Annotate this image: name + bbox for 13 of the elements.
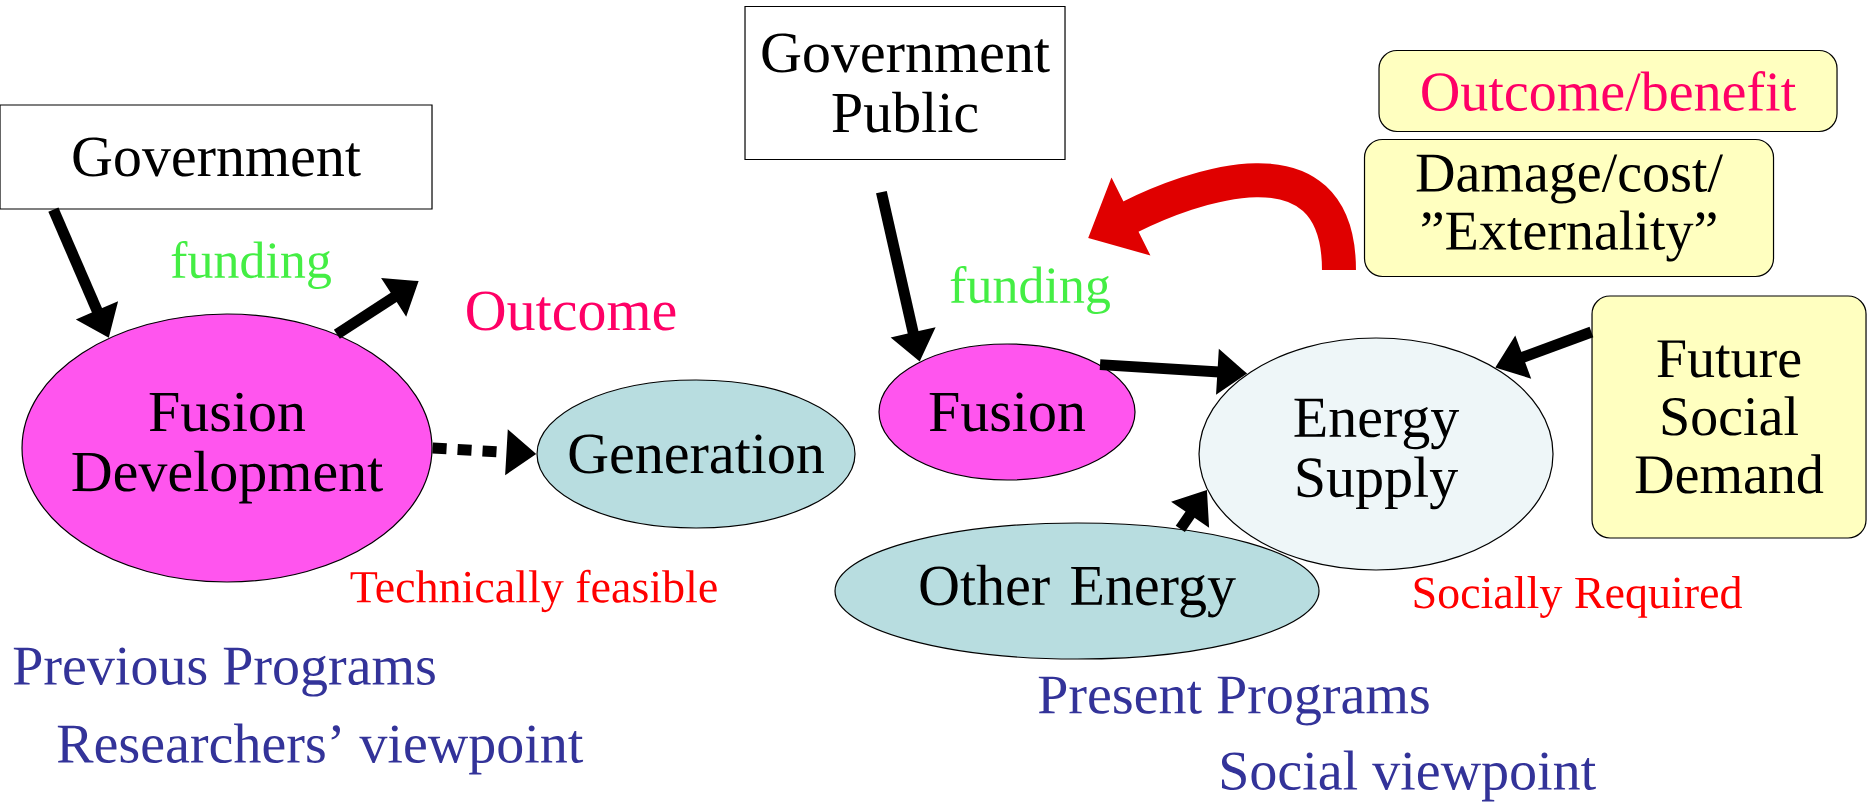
caption-text: Previous Programs: [13, 647, 435, 697]
funding-label: funding: [171, 241, 331, 289]
text-box: Government Public: [744, 5, 1066, 161]
funding-label: funding: [950, 266, 1110, 314]
caption-text: Social viewpoint: [1221, 750, 1596, 802]
rounded-box: Future Social Demand: [1591, 295, 1867, 539]
rounded-box: Damage/cost/ ”Externality”: [1363, 138, 1775, 278]
caption-text: Researchers’ viewpoint: [57, 723, 584, 775]
caption-text: Present Programs: [1038, 676, 1429, 726]
outcome-text: Outcome: [467, 291, 676, 331]
rounded-box: Outcome/benefit: [1378, 49, 1838, 133]
annotation-text: Socially Required: [1414, 576, 1742, 618]
text-box: Government: [0, 104, 433, 210]
